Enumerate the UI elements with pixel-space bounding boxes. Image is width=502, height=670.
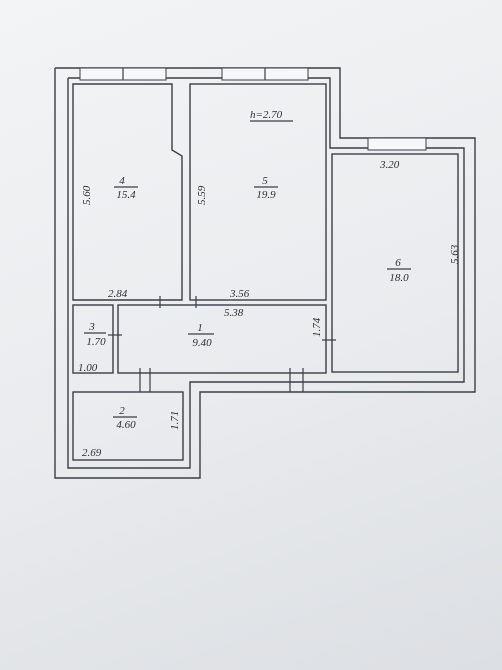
outer-walls	[54, 67, 476, 479]
room-3-number: 3	[88, 321, 95, 333]
room-3-area: 1.70	[86, 336, 106, 348]
window-room-6	[367, 137, 427, 151]
room-4-number: 4	[119, 175, 125, 187]
room-6-dim-vertical: 5.63	[449, 244, 461, 264]
room-5-area: 19.9	[256, 189, 276, 201]
room-1-outline	[117, 304, 327, 374]
windows	[79, 67, 427, 151]
room-4-dim-horizontal: 2.84	[108, 288, 128, 300]
door-ticks	[108, 296, 336, 392]
room-3-outline	[72, 304, 114, 374]
room-1-area: 9.40	[192, 337, 212, 349]
ceiling-height-label: h=2.70	[250, 109, 283, 121]
room-2-dim-vertical: 1.71	[169, 411, 181, 430]
room-3-dim-horizontal: 1.00	[78, 362, 98, 374]
room-5-dim-vertical: 5.59	[196, 185, 208, 205]
room-4-dim-vertical: 5.60	[81, 185, 93, 205]
room-5-outline	[189, 83, 327, 301]
room-6-dim-horizontal: 3.20	[379, 159, 400, 171]
room-6-outline	[331, 153, 459, 373]
room-2-dim-horizontal: 2.69	[82, 447, 102, 459]
room-2-outline	[72, 391, 184, 461]
room-5-dim-horizontal: 3.56	[229, 288, 250, 300]
inner-wall-line	[67, 77, 465, 469]
room-2-area: 4.60	[116, 419, 136, 431]
room-2-number: 2	[119, 405, 125, 417]
room-outlines	[72, 83, 459, 461]
room-6-number: 6	[395, 257, 401, 269]
room-6-area: 18.0	[389, 272, 409, 284]
room-1-number: 1	[197, 322, 203, 334]
outer-wall-line	[54, 67, 476, 479]
room-5-number: 5	[262, 175, 268, 187]
room-1-dim-vertical: 1.74	[311, 317, 323, 337]
room-1-dim-horizontal: 5.38	[224, 307, 244, 319]
room-4-outline	[72, 83, 183, 301]
room-4-area: 15.4	[116, 189, 136, 201]
